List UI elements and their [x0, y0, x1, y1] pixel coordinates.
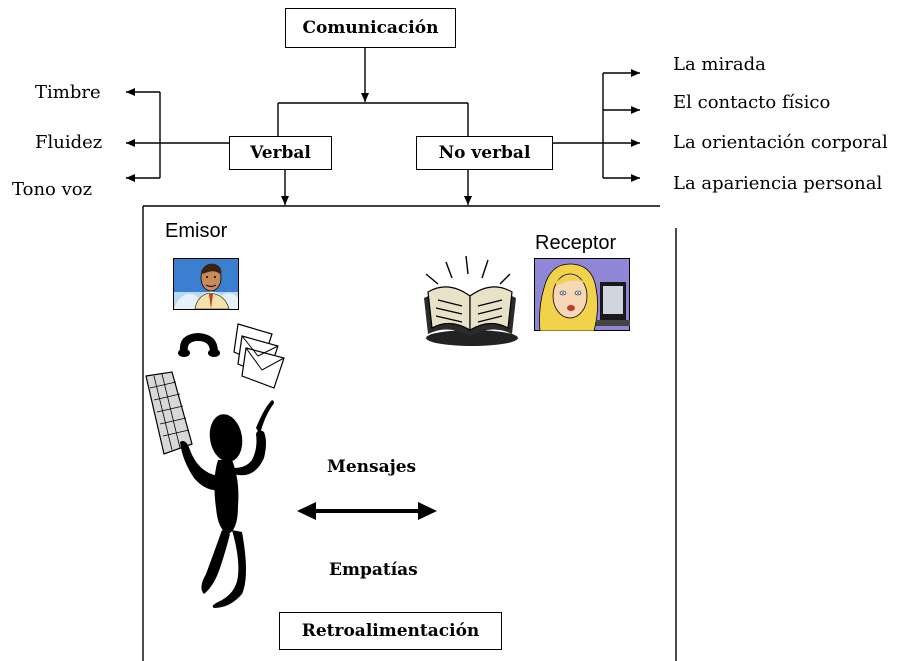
telephone-icon	[178, 333, 220, 357]
node-comunicacion: Comunicación	[285, 8, 456, 48]
node-verbal-label: Verbal	[250, 143, 311, 163]
node-no-verbal-label: No verbal	[438, 143, 531, 163]
emisor-label: Emisor	[165, 220, 228, 242]
verbal-item-fluidez: Fluidez	[35, 132, 103, 153]
double-arrow-icon	[297, 502, 437, 520]
node-comunicacion-label: Comunicación	[302, 18, 439, 38]
man-portrait-icon	[173, 258, 239, 310]
noverbal-item-apariencia: La apariencia personal	[673, 173, 883, 194]
noverbal-item-mirada: La mirada	[673, 54, 766, 75]
node-retroalimentacion: Retroalimentación	[279, 612, 502, 650]
node-retroalimentacion-label: Retroalimentación	[301, 621, 480, 641]
woman-at-computer-icon	[534, 258, 630, 331]
receptor-label: Receptor	[535, 232, 617, 254]
juggling-figure-icon	[180, 400, 274, 608]
mensajes-label: Mensajes	[327, 457, 417, 477]
node-verbal: Verbal	[229, 136, 332, 170]
open-book-icon	[424, 255, 518, 346]
node-no-verbal: No verbal	[416, 136, 553, 170]
empatias-label: Empatías	[329, 560, 418, 580]
envelopes-icon	[233, 323, 285, 389]
noverbal-item-contacto: El contacto físico	[673, 92, 831, 113]
noverbal-item-orientacion: La orientación corporal	[673, 132, 888, 153]
verbal-item-tono-voz: Tono voz	[12, 179, 93, 200]
verbal-item-timbre: Timbre	[35, 82, 101, 103]
keyboard-icon	[145, 371, 193, 455]
